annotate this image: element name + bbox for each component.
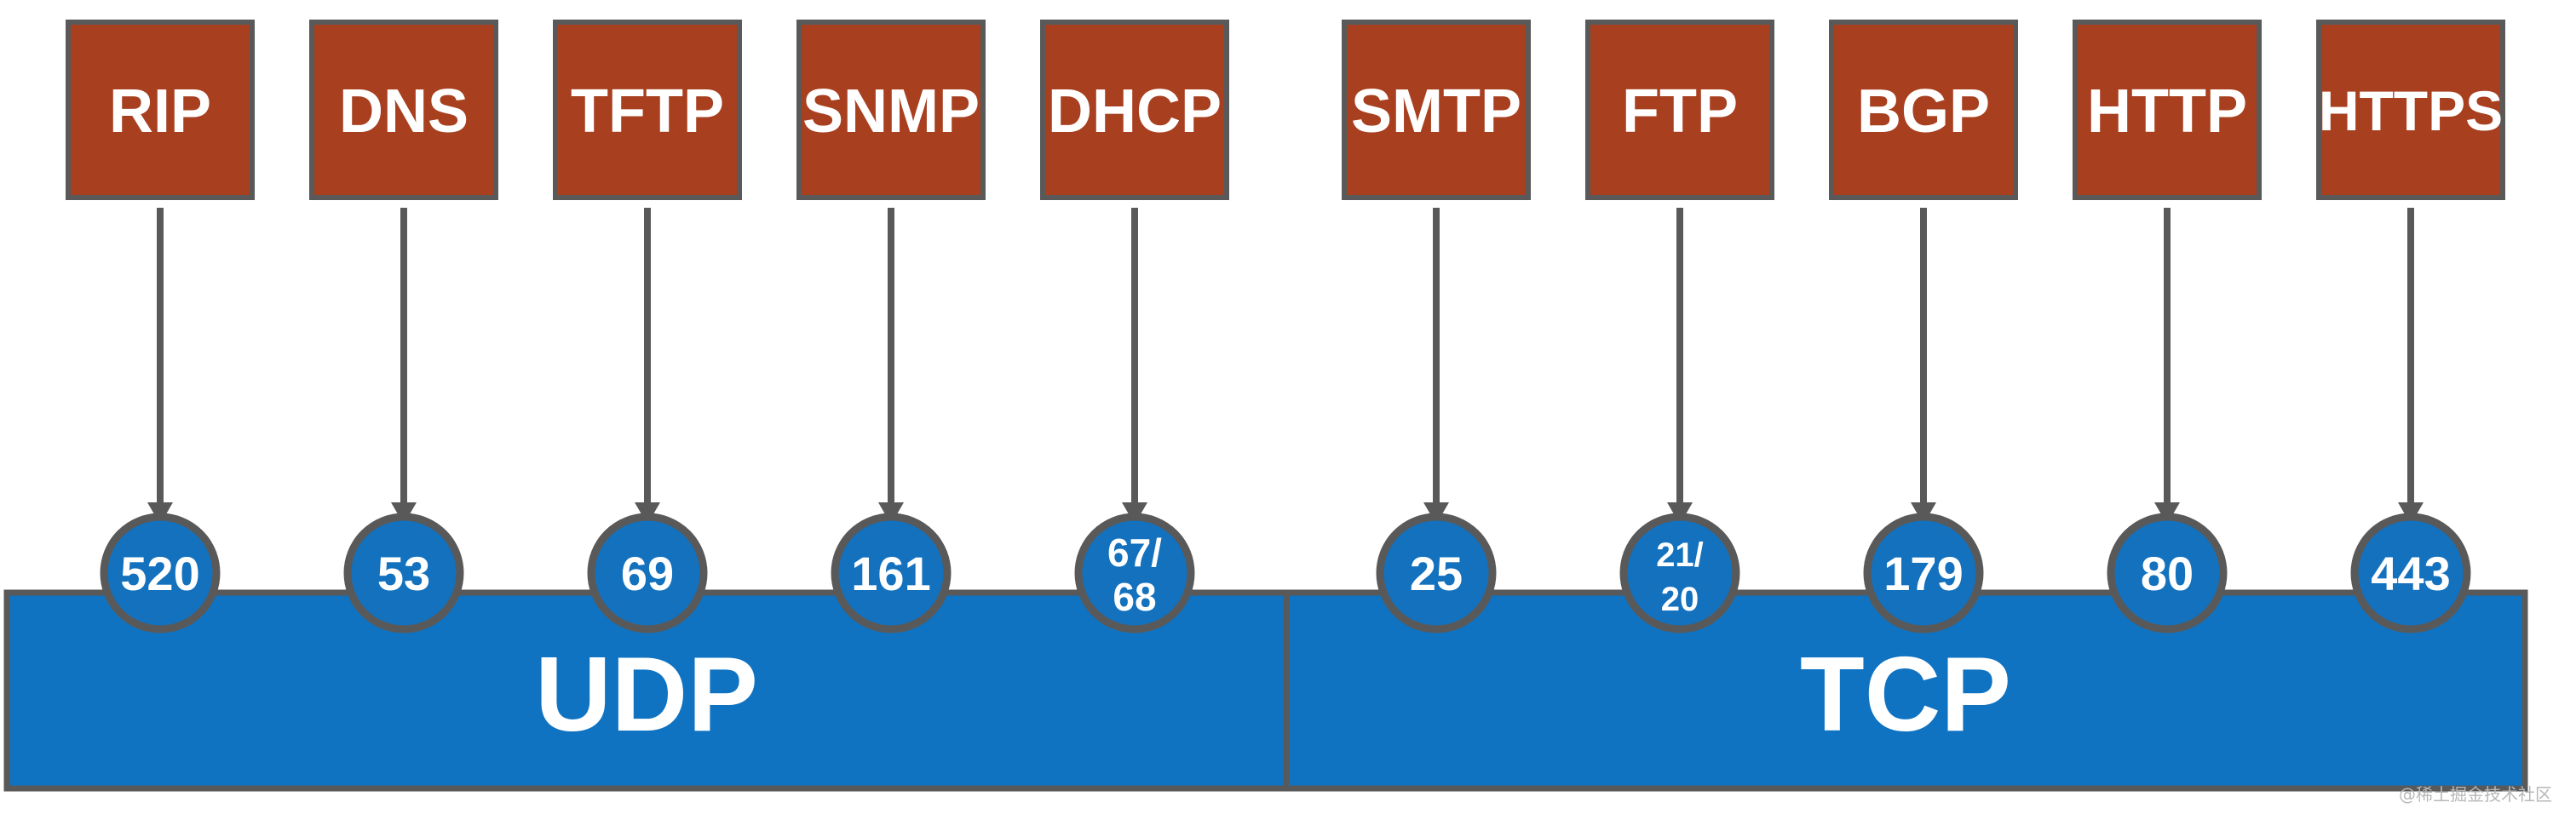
port-number-bgp: 179 [1883, 547, 1963, 600]
port-number-dhcp-line1: 67/ [1107, 530, 1162, 575]
protocol-label-dhcp: DHCP [1048, 77, 1222, 146]
protocol-label-ftp: FTP [1622, 77, 1738, 146]
port-circle-smtp [1376, 513, 1497, 633]
port-circle-ftp [1619, 513, 1740, 633]
port-circle-tftp [587, 513, 708, 633]
port-number-dhcp-line2: 68 [1113, 575, 1156, 619]
protocol-box-smtp [1342, 20, 1531, 200]
port-number-dns: 53 [377, 547, 430, 600]
port-number-tftp: 69 [621, 547, 674, 600]
port-number-ftp-line2: 20 [1661, 581, 1699, 618]
protocol-box-dhcp [1040, 20, 1229, 200]
port-number-http: 80 [2141, 547, 2194, 600]
protocol-box-http [2073, 20, 2262, 200]
protocol-label-dns: DNS [339, 77, 469, 146]
port-circle-https [2350, 513, 2471, 633]
port-number-rip: 520 [120, 547, 199, 600]
port-circle-dhcp [1074, 513, 1195, 633]
port-circle-snmp [831, 513, 952, 633]
protocol-box-https [2316, 20, 2505, 200]
arrows [147, 208, 2424, 525]
protocol-label-snmp: SNMP [802, 77, 980, 146]
protocol-box-rip [66, 20, 255, 200]
port-circle-http [2107, 513, 2228, 633]
tcp-label: TCP [1800, 636, 2011, 754]
protocol-box-bgp [1829, 20, 2018, 200]
port-number-smtp: 25 [1410, 547, 1463, 600]
port-circles: 520 53 69 161 67/68 25 21/20 179 80 443 [100, 513, 2471, 633]
protocol-box-dns [309, 20, 498, 200]
protocol-label-http: HTTP [2087, 77, 2247, 146]
port-number-https: 443 [2371, 547, 2450, 600]
port-number-ftp-line1: 21/ [1656, 536, 1704, 574]
watermark-text: @稀土掘金技术社区 [2399, 784, 2552, 805]
udp-label: UDP [535, 636, 758, 754]
port-circle-dns [343, 513, 464, 633]
protocol-label-https: HTTPS [2319, 79, 2503, 142]
protocol-label-rip: RIP [109, 77, 211, 146]
protocol-box-tftp [553, 20, 742, 200]
port-circle-rip [100, 513, 221, 633]
protocol-label-smtp: SMTP [1351, 77, 1521, 146]
port-number-snmp: 161 [851, 547, 930, 600]
protocol-label-tftp: TFTP [571, 77, 724, 146]
protocol-box-snmp [796, 20, 986, 200]
port-circle-bgp [1863, 513, 1984, 633]
protocol-label-bgp: BGP [1857, 77, 1990, 146]
protocol-boxes: RIP DNS TFTP SNMP DHCP SMTP FTP BGP HTTP HTTPS [66, 20, 2505, 200]
protocol-box-ftp [1585, 20, 1774, 200]
